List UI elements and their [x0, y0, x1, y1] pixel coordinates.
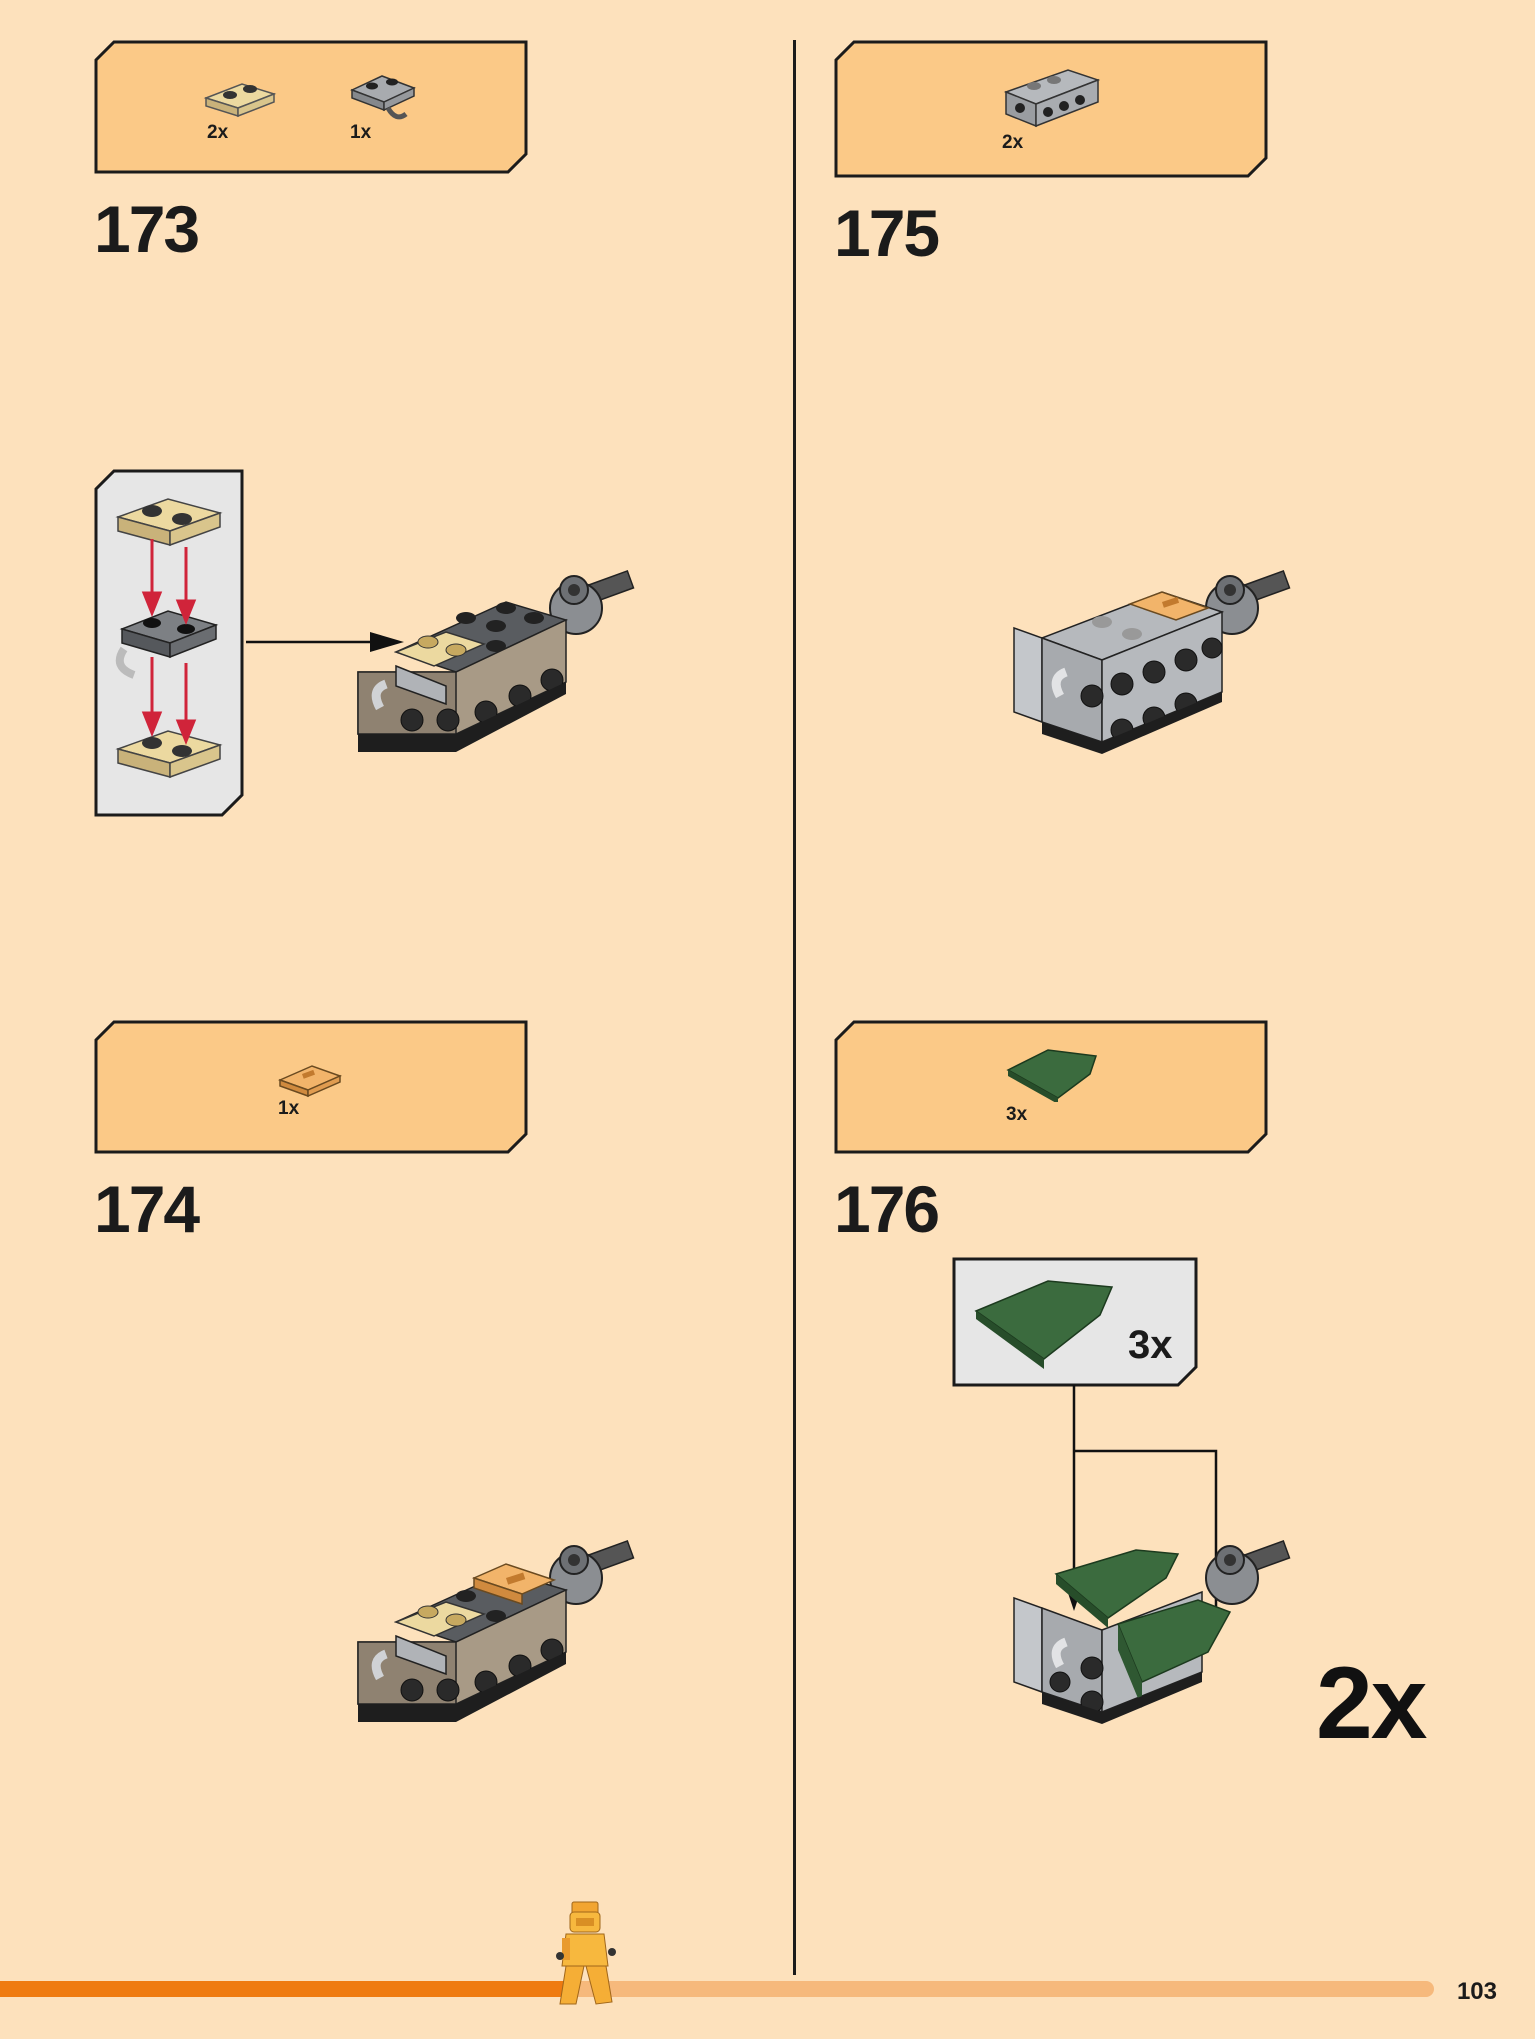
- subassembly-callout-173: [94, 469, 246, 817]
- step-number-174: 174: [94, 1172, 200, 1246]
- callout-qty: 3x: [1128, 1323, 1173, 1367]
- orange-tile-icon: [277, 1065, 343, 1098]
- step-number-176: 176: [834, 1172, 940, 1246]
- subassembly-callout-176: 3x: [952, 1257, 1198, 1387]
- step-number-173: 173: [94, 192, 200, 266]
- model-step-174: [356, 1532, 662, 1742]
- model-step-176: [1012, 1532, 1318, 1742]
- tan-plate-icon: [203, 83, 277, 118]
- parts-list-175: 2x: [834, 40, 1268, 178]
- part-qty: 1x: [278, 1098, 300, 1119]
- part-qty: 2x: [207, 122, 229, 143]
- part-qty: 3x: [1006, 1104, 1028, 1125]
- column-divider: [793, 40, 796, 1975]
- parts-box-frame: [94, 40, 528, 174]
- placement-arrow: [246, 632, 404, 652]
- clip-plate-icon: [350, 75, 416, 120]
- part-qty: 2x: [1002, 132, 1024, 153]
- page-number: 103: [1456, 1978, 1497, 2005]
- green-wedge-icon: [1006, 1049, 1098, 1102]
- minifigure-icon: [556, 1901, 616, 2005]
- parts-list-174: 1x: [94, 1020, 528, 1154]
- model-step-173: [356, 562, 662, 772]
- bracket-icon: [1003, 69, 1101, 128]
- build-multiplier: 2x: [1316, 1646, 1427, 1760]
- step-number-175: 175: [834, 196, 940, 270]
- parts-list-173: 2x 1x: [94, 40, 528, 174]
- model-step-175: [1012, 562, 1318, 772]
- parts-list-176: 3x: [834, 1020, 1268, 1154]
- part-qty: 1x: [350, 122, 372, 143]
- progress-fill: [0, 1981, 574, 1997]
